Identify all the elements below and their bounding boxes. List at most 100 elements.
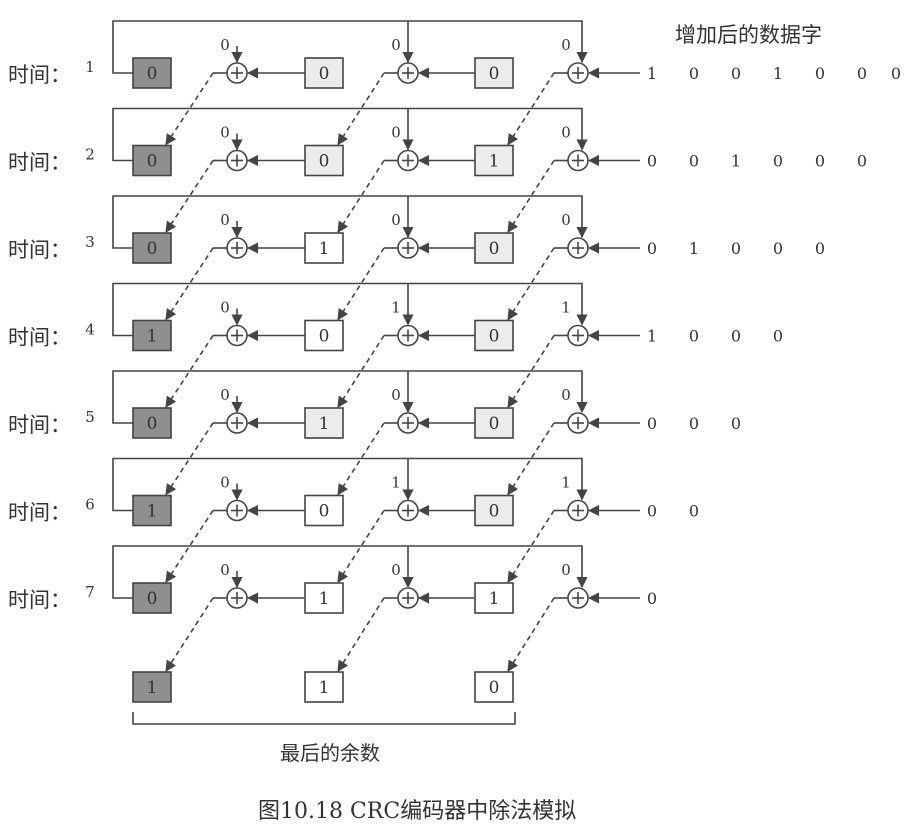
step-number: 4 — [85, 321, 95, 339]
register-cell — [474, 57, 514, 89]
stream-bit: 0 — [689, 414, 699, 433]
stream-bit: 0 — [647, 239, 657, 258]
register-value: 1 — [319, 239, 330, 259]
feed-bit-value: 0 — [391, 386, 401, 404]
feed-bit-value: 1 — [561, 299, 571, 317]
register-value: 0 — [489, 64, 500, 84]
stream-bit: 0 — [815, 239, 825, 258]
feed-bit-value: 1 — [561, 474, 571, 492]
register-cell — [474, 582, 514, 614]
step-label: 时间： — [8, 63, 71, 87]
feed-bit-value: 0 — [220, 124, 230, 142]
step-number: 1 — [85, 58, 95, 76]
feed-bit-value: 0 — [220, 561, 230, 579]
register-value: 1 — [489, 152, 500, 172]
feed-bit-value: 0 — [561, 211, 571, 229]
register-cell — [132, 57, 172, 89]
remainder-row: 1 1 0 — [132, 671, 516, 725]
remainder-bracket — [132, 712, 516, 725]
feed-bit-value: 0 — [220, 299, 230, 317]
register-value: 0 — [147, 414, 158, 434]
feedback-line — [112, 282, 588, 337]
stream-bit: 0 — [689, 152, 699, 171]
stream-bit: 0 — [773, 327, 783, 346]
stream-bit: 0 — [731, 239, 741, 258]
transition-dash — [165, 597, 214, 672]
step-label: 时间： — [8, 588, 71, 612]
step-label: 时间： — [8, 501, 71, 525]
register-cell — [474, 144, 514, 177]
step-label: 时间： — [8, 413, 71, 437]
register-value: 0 — [489, 239, 500, 259]
register-value: 1 — [147, 327, 158, 347]
stream-bit: 1 — [689, 239, 699, 258]
feed-bit-value: 0 — [220, 386, 230, 404]
stream-bit: 0 — [891, 64, 901, 83]
feedback-line — [112, 107, 588, 162]
stream-bit: 1 — [731, 152, 741, 171]
register-value: 0 — [319, 327, 330, 347]
stream-bit: 0 — [689, 327, 699, 346]
register-value: 1 — [147, 502, 158, 522]
stream-bit: 1 — [647, 64, 657, 83]
figure-caption: 图10.18 CRC编码器中除法模拟 — [258, 799, 576, 824]
register-cell — [132, 232, 172, 264]
register-value: 0 — [319, 152, 330, 172]
feed-bit-value: 0 — [391, 36, 401, 54]
register-cell — [304, 144, 344, 177]
stream-bit: 1 — [773, 64, 783, 83]
register-cell — [304, 57, 344, 89]
register-value: 0 — [147, 239, 158, 259]
register-value: 1 — [319, 589, 330, 609]
register-cell — [304, 232, 344, 264]
stream-bit: 0 — [773, 152, 783, 171]
feedback-line — [112, 370, 588, 424]
remainder-cell — [132, 671, 172, 703]
stream-bit: 0 — [689, 64, 699, 83]
register-value: 0 — [489, 502, 500, 522]
feed-bit-value: 0 — [561, 36, 571, 54]
register-value: 0 — [147, 589, 158, 609]
stream-bit: 1 — [647, 327, 657, 346]
stream-bit: 0 — [647, 502, 657, 521]
remainder-value: 0 — [489, 678, 500, 698]
register-cell — [132, 407, 172, 439]
register-value: 0 — [489, 414, 500, 434]
remainder-label: 最后的余数 — [280, 741, 380, 765]
feed-bit-value: 0 — [391, 124, 401, 142]
stream-bit: 0 — [857, 64, 867, 83]
step-label: 时间： — [8, 326, 71, 350]
feed-bit-value: 0 — [561, 561, 571, 579]
remainder-cell — [304, 671, 344, 703]
transition-dash — [507, 597, 555, 672]
register-cell — [304, 494, 344, 527]
register-value: 0 — [319, 64, 330, 84]
step-label: 时间： — [8, 151, 71, 175]
feedback-line — [112, 20, 588, 74]
feed-bit-value: 1 — [391, 299, 401, 317]
transition-dash — [337, 597, 385, 672]
register-cell — [474, 232, 514, 264]
feedback-line — [112, 545, 588, 599]
register-cell — [304, 407, 344, 439]
feed-bit-value: 0 — [391, 561, 401, 579]
stream-bit: 0 — [815, 64, 825, 83]
remainder-cell — [474, 671, 514, 703]
register-value: 1 — [319, 414, 330, 434]
register-value: 1 — [489, 589, 500, 609]
register-cell — [132, 582, 172, 614]
stream-bit: 0 — [773, 239, 783, 258]
feed-bit-value: 0 — [561, 124, 571, 142]
register-cell — [132, 494, 172, 527]
remainder-value: 1 — [319, 678, 330, 698]
step-number: 6 — [85, 496, 95, 514]
remainder-value: 1 — [147, 678, 158, 698]
feed-bit-value: 0 — [220, 211, 230, 229]
data-stream-title: 增加后的数据字 — [675, 23, 822, 47]
register-value: 0 — [319, 502, 330, 522]
